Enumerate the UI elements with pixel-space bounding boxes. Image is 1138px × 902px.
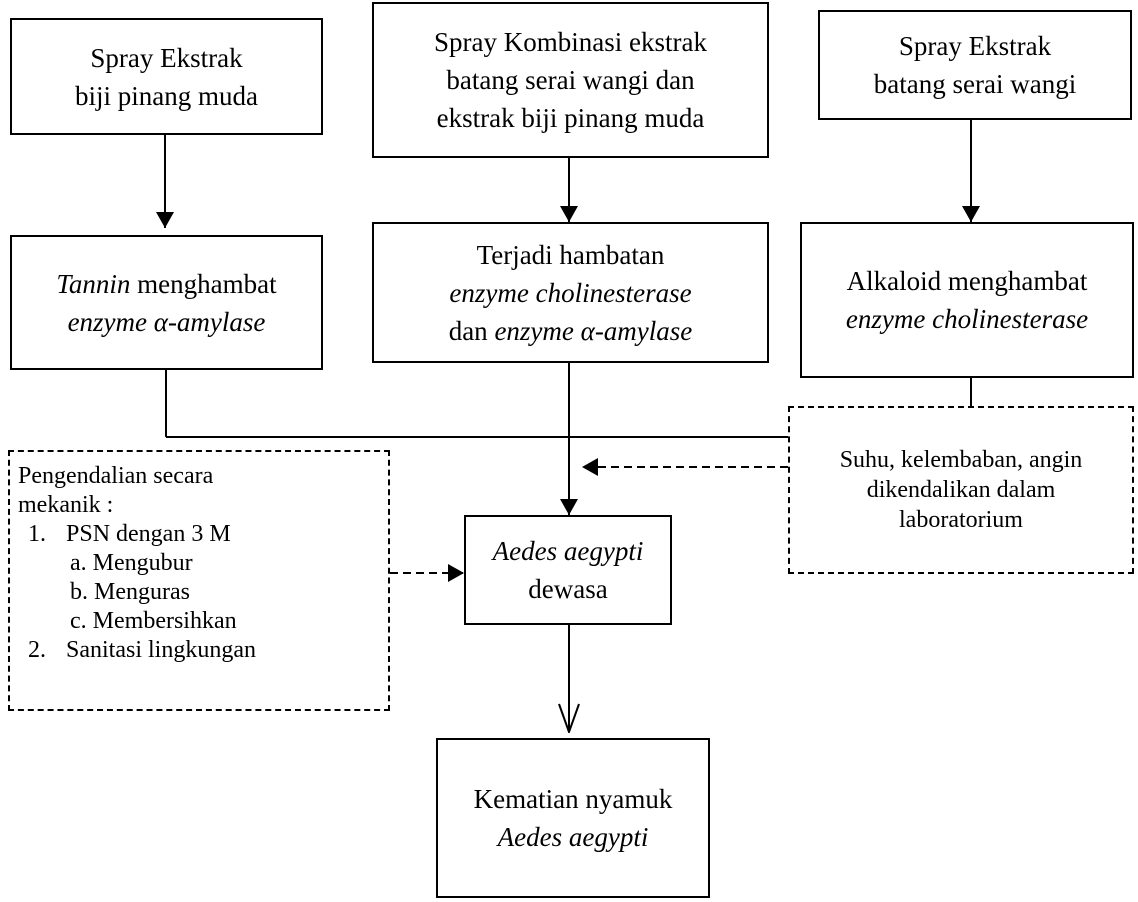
box-spray-pinang: Spray Ekstrak biji pinang muda (10, 18, 323, 135)
note-item2: Sanitasi lingkungan (66, 637, 256, 663)
box-spray-kombinasi-line2: batang serai wangi dan (446, 65, 695, 95)
note-item1-num: 1. (28, 521, 46, 547)
box-alkaloid: Alkaloid menghambat enzyme cholinesteras… (800, 222, 1134, 378)
note-item1: PSN dengan 3 M (66, 521, 231, 547)
hambatan-line1: Terjadi hambatan (476, 239, 665, 270)
note-sub-b: b. Menguras (70, 579, 190, 605)
box-spray-serai-line1: Spray Ekstrak (898, 31, 1052, 61)
box-kematian-nyamuk: Kematian nyamuk Aedes aegypti (436, 738, 710, 898)
box-spray-pinang-line1: Spray Ekstrak (90, 42, 243, 73)
box-pengendalian-mekanik: Pengendalian secara mekanik : 1. PSN deng… (8, 450, 390, 711)
death-line2: Aedes aegypti (497, 822, 649, 852)
tannin-enzyme: enzyme α-amylase (67, 306, 266, 337)
box-faktor-lingkungan: Suhu, kelembaban, angin dikendalikan dal… (788, 406, 1134, 574)
note-sub-c: c. Membersihkan (70, 608, 237, 634)
box-spray-serai-line2: batang serai wangi (873, 69, 1077, 99)
hambatan-line3-italic: enzyme α-amylase (494, 315, 693, 346)
right-note-line2: dikendalikan dalam (866, 477, 1056, 503)
hambatan-line2: enzyme cholinesterase (449, 277, 692, 308)
aedes-line1: Aedes aegypti (492, 536, 644, 566)
note-title-2: mekanik : (18, 492, 114, 518)
note-title-1: Pengendalian secara (18, 463, 214, 489)
box-spray-kombinasi: Spray Kombinasi ekstrak batang serai wan… (372, 2, 769, 158)
tannin-word: Tannin (56, 268, 131, 299)
alkaloid-line2: enzyme cholinesterase (845, 304, 1089, 334)
right-note-line3: laboratorium (899, 507, 1023, 533)
note-item2-num: 2. (28, 637, 46, 663)
hambatan-line3-pre: dan (448, 315, 495, 346)
note-sub-a: a. Mengubur (70, 550, 193, 576)
tannin-rest: menghambat (130, 268, 277, 299)
box-hambatan: Terjadi hambatan enzyme cholinesterase d… (372, 222, 769, 363)
death-line1: Kematian nyamuk (473, 784, 673, 814)
box-spray-kombinasi-line1: Spray Kombinasi ekstrak (434, 27, 707, 57)
box-spray-pinang-line2: biji pinang muda (75, 80, 258, 111)
box-tannin: Tannin menghambat enzyme α-amylase (10, 235, 323, 370)
aedes-line2: dewasa (528, 574, 608, 604)
box-spray-serai: Spray Ekstrak batang serai wangi (818, 10, 1132, 120)
right-note-line1: Suhu, kelembaban, angin (839, 447, 1083, 473)
box-aedes-dewasa: Aedes aegypti dewasa (464, 515, 672, 625)
alkaloid-line1: Alkaloid menghambat (846, 266, 1088, 296)
box-spray-kombinasi-line3: ekstrak biji pinang muda (436, 103, 705, 133)
